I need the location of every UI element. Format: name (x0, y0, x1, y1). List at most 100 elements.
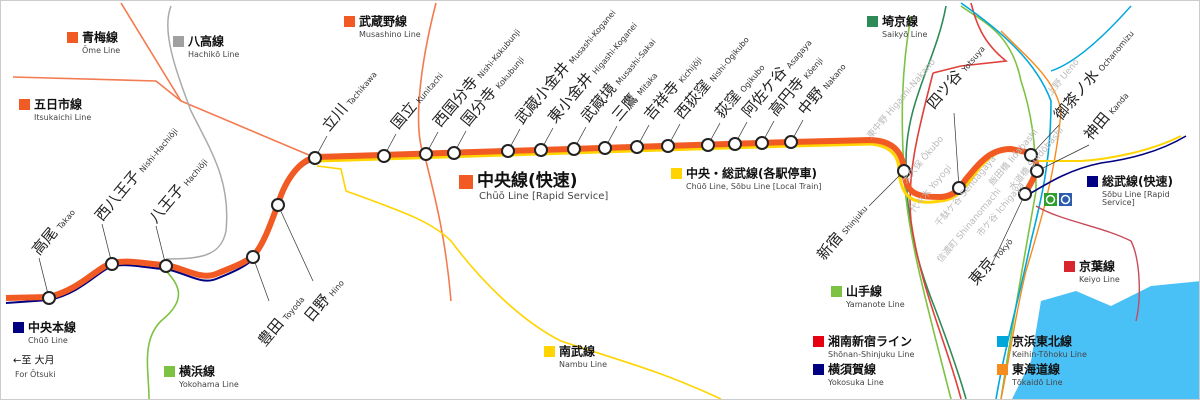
station-hachi-ji[interactable]: 八王子Hachiōji (145, 153, 211, 273)
leader-line (953, 112, 960, 189)
legend-swatch (344, 16, 355, 27)
station-marker[interactable] (447, 146, 461, 160)
station-marker[interactable] (1018, 187, 1032, 201)
legend-jp: 五日市線 (34, 97, 83, 112)
sobu-rapid-line (1025, 135, 1187, 197)
legend-en: Chūō Line, Sōbu Line [Local Train] (686, 182, 822, 191)
station-marker[interactable] (784, 135, 798, 149)
station-name-jp: 西荻窪 (671, 77, 714, 123)
station-marker[interactable] (630, 140, 644, 154)
station-marker[interactable] (755, 136, 769, 150)
station-nakano[interactable]: 中野Nakano (784, 58, 849, 149)
station-marker[interactable] (567, 142, 581, 156)
legend-swatch (831, 286, 842, 297)
station-tachikawa[interactable]: 立川Tachikawa (308, 65, 380, 165)
legend-swatch (19, 99, 30, 110)
station-label: 日野Hino (300, 274, 347, 326)
yokohama-line (146, 270, 180, 399)
legend-swatch (67, 32, 78, 43)
sobu-icons (1044, 193, 1072, 206)
legend-en: Tōkaidō Line (1012, 378, 1063, 387)
station-marker[interactable] (1024, 148, 1038, 162)
station-marker[interactable] (105, 257, 119, 271)
station-marker[interactable] (246, 250, 260, 264)
station-name-jp: 豊田 (254, 315, 287, 350)
saikyo-line (905, 5, 967, 399)
legend-en: Chūō Line [Rapid Service] (479, 191, 609, 202)
station-name-jp: 日野 (300, 291, 333, 326)
station-name-en: Tachikawa (345, 70, 379, 108)
station-marker[interactable] (701, 138, 715, 152)
station-musashi-koganei[interactable]: 武蔵小金井Musashi-Koganei (501, 4, 619, 158)
legend-en: Yokosuka Line (828, 378, 884, 387)
for-otsuki-en: For Ōtsuki (15, 370, 56, 379)
station-label: 八王子Hachiōji (145, 153, 211, 227)
leader-line (277, 204, 314, 282)
station-marker[interactable] (42, 291, 56, 305)
legend-swatch (1087, 176, 1098, 187)
station-marker[interactable] (728, 137, 742, 151)
legend-jp: 武蔵野線 (359, 14, 408, 29)
station-name-jp: 荻窪 (711, 87, 744, 122)
station-marker[interactable] (598, 141, 612, 155)
legend-en: Chūō Line (28, 336, 68, 345)
station-name-jp: 東京 (965, 254, 998, 289)
legend-jp: 山手線 (846, 284, 883, 299)
station-name-en: Tōkyō (992, 237, 1015, 262)
legend-swatch (173, 36, 184, 47)
legend-jp: 中央本線 (28, 320, 77, 335)
station-shinjuku[interactable]: 新宿Shinjuku (813, 164, 911, 264)
legend-swatch (1064, 261, 1075, 272)
station-name-jp: 国立 (387, 98, 420, 133)
legend-jp: 湘南新宿ライン (828, 334, 913, 349)
legend-swatch (813, 336, 824, 347)
legend-jp: 埼京線 (882, 14, 919, 29)
legend-chuo-rapid: 中央線(快速) Chūō Line [Rapid Service] (459, 173, 608, 202)
legend-swatch (997, 336, 1008, 347)
station-marker[interactable] (377, 149, 391, 163)
legend-en: Shōnan-Shinjuku Line (828, 350, 915, 359)
station-name-en: Hino (328, 278, 347, 298)
leader-line (868, 170, 905, 207)
station-marker[interactable] (952, 181, 966, 195)
station-hino[interactable]: 日野Hino (271, 198, 348, 326)
station-marker[interactable] (271, 198, 285, 212)
keihin-branch-line (1050, 5, 1132, 72)
legend-en: Itsukaichi Line (34, 113, 92, 122)
station-marker[interactable] (1030, 164, 1044, 178)
station-marker[interactable] (159, 259, 173, 273)
station-nishi-kokubunji[interactable]: 西国分寺Nishi-Kokubunji (419, 23, 524, 161)
legend-swatch (813, 364, 824, 375)
leader-line (990, 193, 1026, 267)
legend-en: Nambu Line (559, 360, 608, 369)
legend-swatch (13, 322, 24, 333)
legend-swatch (671, 168, 682, 179)
station-name-jp: 神田 (1080, 109, 1113, 144)
chuo-rapid-line (5, 136, 1040, 301)
legend-swatch (544, 346, 555, 357)
station-toyoda[interactable]: 豊田Toyoda (246, 250, 308, 350)
station-marker[interactable] (419, 147, 433, 161)
station-marker[interactable] (661, 139, 675, 153)
legend-en: Musashino Line (359, 30, 421, 39)
legend-jp: 京葉線 (1079, 259, 1116, 274)
station-marker[interactable] (501, 144, 515, 158)
station-name-jp: 新宿 (813, 229, 846, 264)
legend-en: Sōbu Line [Rapid Service] (1102, 190, 1170, 207)
nambu-line (316, 165, 722, 399)
legend-jp: 青梅線 (82, 30, 119, 45)
legend-jp: 横浜線 (179, 364, 216, 379)
station-marker[interactable] (308, 151, 322, 165)
legend-swatch (867, 16, 878, 27)
station-marker[interactable] (534, 143, 548, 157)
station-marker[interactable] (897, 164, 911, 178)
station-ochanomizu[interactable]: 御茶ノ水Ochanomizu (1024, 25, 1137, 162)
